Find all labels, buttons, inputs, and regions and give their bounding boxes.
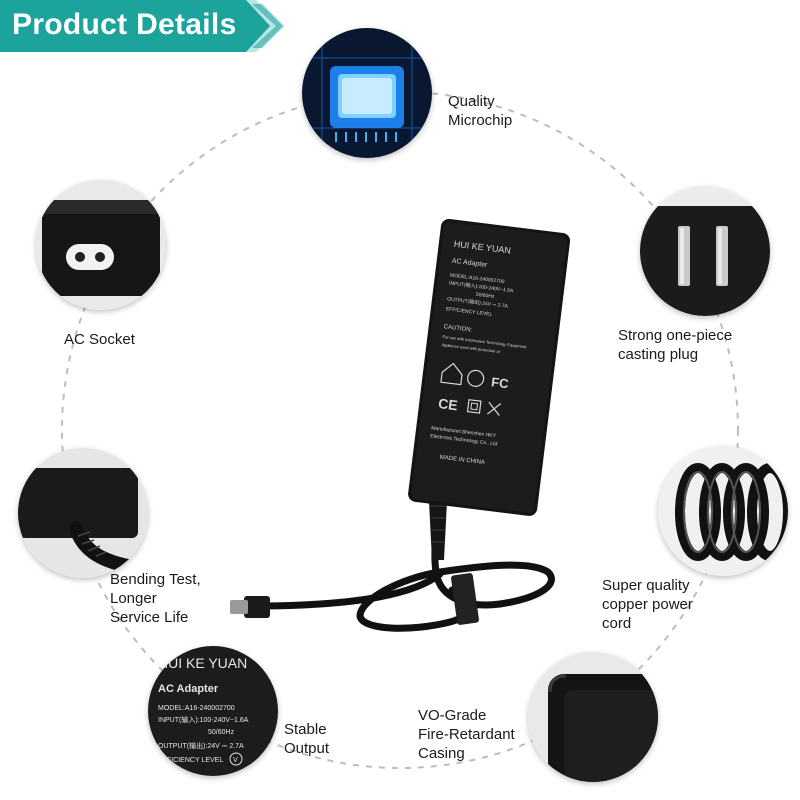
cable-strain-relief-icon [18, 448, 148, 578]
safety-mark-icon [467, 369, 485, 387]
efficiency-level-mark: V [233, 757, 238, 764]
microchip-thumbnail [302, 28, 432, 158]
rating-label-icon: HUI KE YUAN AC Adapter MODEL:A16-2400027… [148, 646, 278, 776]
ac-socket-icon [36, 180, 166, 310]
cord-thumbnail [658, 446, 788, 576]
ce-mark-icon: CE [437, 395, 458, 413]
coiled-cord-icon [658, 446, 788, 576]
efficiency-level-icon [229, 752, 243, 766]
feature-label-plug: Strong one-piece casting plug [618, 327, 733, 363]
casing-thumbnail [528, 652, 658, 782]
casing-corner-icon [528, 652, 658, 782]
feature-label-output: Stable Output [284, 721, 330, 757]
label-input-text: INPUT(输入):100-240V~1.6A [158, 715, 249, 724]
banner-ribbon [0, 0, 284, 52]
label-type-text: AC Adapter [158, 683, 219, 695]
weee-bin-icon [487, 401, 502, 416]
feature-label-microchip: Quality Microchip [448, 93, 513, 129]
adapter-efficiency-text: EFFICIENCY LEVEL [445, 306, 492, 318]
label-brand-text: HUI KE YUAN [158, 655, 247, 671]
plug-icon [640, 186, 770, 316]
adapter-caution-text: CAUTION: [443, 324, 473, 333]
rating-label-thumbnail: HUI KE YUAN AC Adapter MODEL:A16-2400027… [148, 646, 278, 776]
adapter-origin-text: MADE IN CHINA [439, 455, 485, 466]
ac-socket-thumbnail [36, 180, 166, 310]
product-details-banner: Product Details [0, 0, 290, 52]
adapter-freq-text: 50/60Hz [475, 292, 495, 300]
microchip-icon [302, 28, 432, 158]
feature-label-ac-socket: AC Socket [64, 331, 135, 348]
label-efficiency-text: EFFICIENCY LEVEL [158, 757, 223, 764]
bending-thumbnail [18, 448, 148, 578]
plug-thumbnail [640, 186, 770, 316]
feature-label-casing: VO-Grade Fire-Retardant Casing [418, 707, 515, 762]
feature-label-cord: Super quality copper power cord [602, 577, 693, 632]
adapter-type-text: AC Adapter [451, 258, 488, 269]
double-insulation-icon [466, 399, 482, 414]
label-model-text: MODEL:A16-240002700 [158, 705, 235, 712]
fc-mark-icon: FC [490, 374, 510, 391]
banner-title: Product Details [12, 8, 237, 41]
label-freq-text: 50/60Hz [208, 729, 235, 736]
label-output-text: OUTPUT(输出):24V ⎓ 2.7A [158, 741, 244, 750]
feature-label-bending: Bending Test, Longer Service Life [110, 571, 201, 626]
indoor-use-icon [440, 362, 463, 386]
